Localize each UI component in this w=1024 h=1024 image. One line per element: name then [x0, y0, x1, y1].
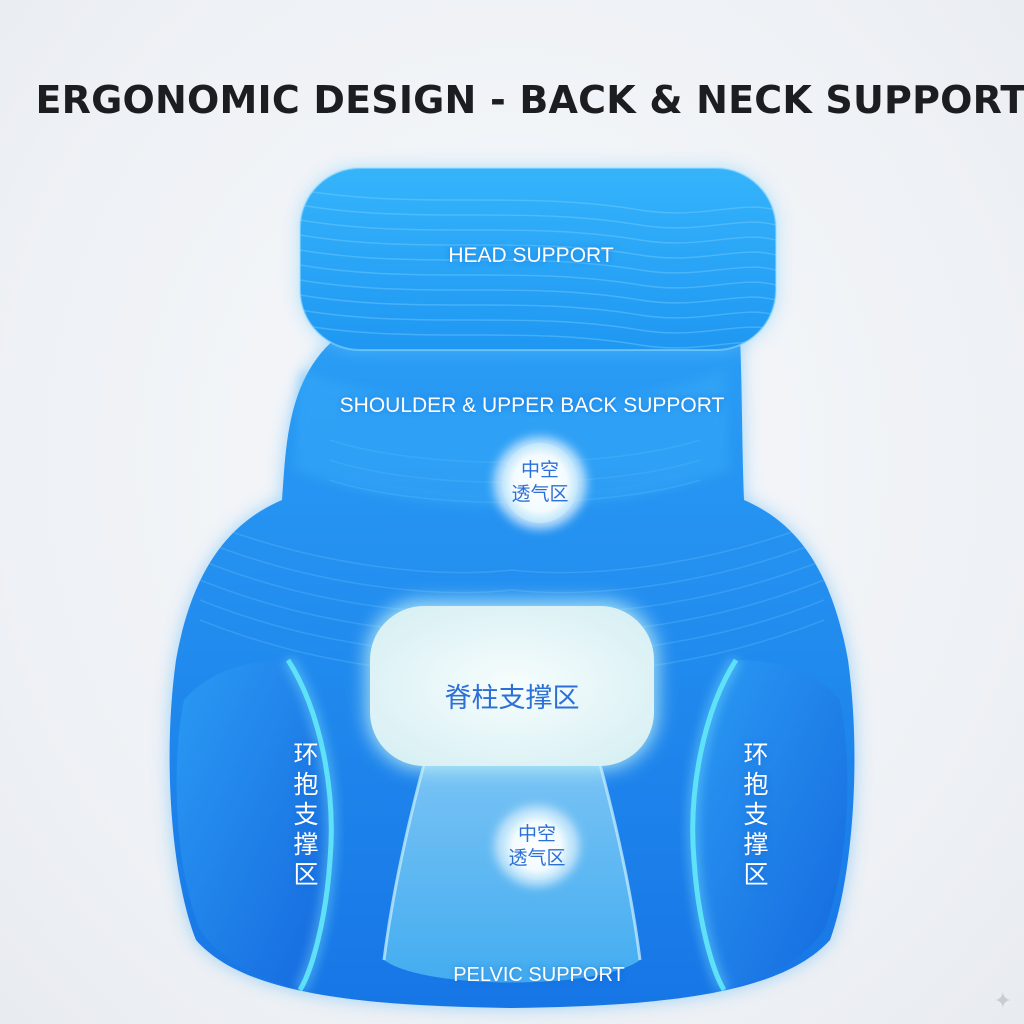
wrap-wing-right [692, 660, 848, 990]
wrap-wing-left [176, 660, 332, 990]
vent-zone-upper [502, 443, 578, 523]
vent-zone-lower-label: 中空 透气区 [508, 823, 566, 869]
pelvic-support-label: PELVIC SUPPORT [453, 964, 625, 986]
sparkle-icon: ✦ [993, 989, 1012, 1014]
wrap-support-left-label: 环抱支撑区 [293, 740, 319, 889]
spine-support-label: 脊柱支撑区 [444, 683, 580, 714]
head-support-pillow [300, 168, 776, 350]
vent-zone-upper-label: 中空 透气区 [511, 459, 569, 505]
head-support-label: HEAD SUPPORT [448, 244, 614, 267]
wrap-support-right-label: 环抱支撑区 [743, 740, 769, 889]
shoulder-support-label: SHOULDER & UPPER BACK SUPPORT [339, 394, 725, 417]
vent-zone-lower [503, 812, 571, 880]
spine-support-pad [370, 606, 654, 766]
page-title: ERGONOMIC DESIGN - BACK & NECK SUPPORT [35, 78, 1024, 122]
